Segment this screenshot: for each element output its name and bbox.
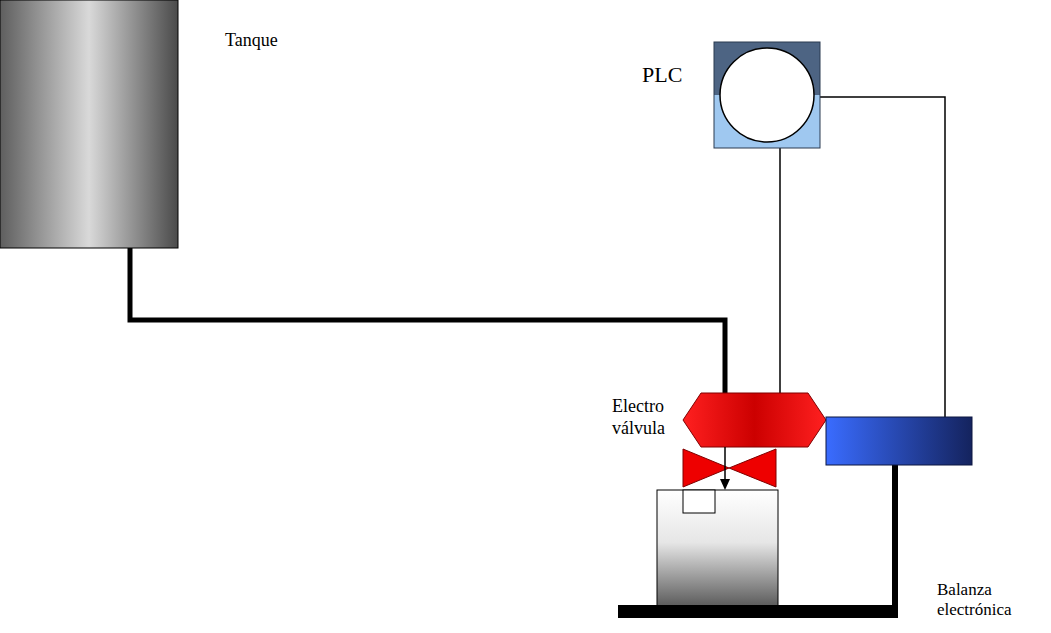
signal-wire (820, 97, 945, 417)
plc-controller-outline (714, 42, 820, 148)
signal-wire (779, 148, 781, 393)
scale-post (892, 463, 898, 618)
component-label: Electro válvula (612, 396, 678, 439)
container-cap (683, 490, 715, 513)
storage-tank: Tanque (0, 0, 178, 248)
storage-tank-outline (0, 0, 178, 248)
valve-actuator (683, 393, 826, 447)
electronic-scale: Balanza electrónica (826, 417, 972, 465)
electronic-scale-outline (826, 417, 972, 465)
plc-housing (714, 42, 820, 148)
scale-platform (618, 605, 898, 618)
solenoid-valve: Electro válvula (683, 393, 826, 487)
component-label: Balanza electrónica (937, 580, 1047, 621)
flow-line (724, 447, 726, 481)
pipe-connector (130, 248, 725, 393)
tank-body (0, 0, 178, 248)
plc-controller: PLC (714, 42, 820, 148)
scale-body (826, 417, 972, 465)
flow-arrowhead (720, 479, 730, 490)
plc-dial (720, 48, 814, 142)
component-label: PLC (642, 62, 708, 88)
container-bucket (657, 490, 778, 607)
solenoid-valve-outline (683, 393, 826, 487)
valve-body (683, 449, 776, 487)
component-label: Tanque (225, 30, 345, 52)
